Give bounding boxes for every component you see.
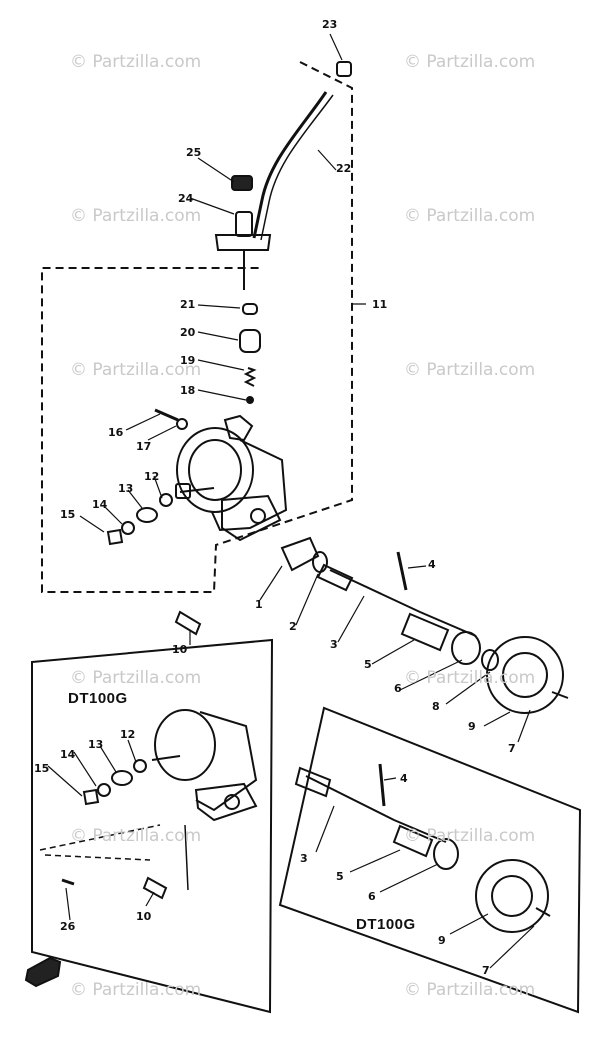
watermark: © Partzilla.com <box>404 52 536 72</box>
callout-2: 2 <box>289 620 297 633</box>
callout-9-upper: 9 <box>468 720 476 733</box>
dt100g-shaft-box <box>278 706 582 1014</box>
callout-15-upper: 15 <box>60 508 76 521</box>
watermark: © Partzilla.com <box>70 826 202 846</box>
callout-10-upper: 10 <box>172 643 188 656</box>
watermark: © Partzilla.com <box>404 360 536 380</box>
callout-18: 18 <box>180 384 196 397</box>
gasket <box>280 536 320 572</box>
callout-3-lower: 3 <box>300 852 308 865</box>
watermark: © Partzilla.com <box>404 206 536 226</box>
callout-4-lower: 4 <box>400 772 408 785</box>
watermark: © Partzilla.com <box>404 826 536 846</box>
callout-7-lower: 7 <box>482 964 490 977</box>
callout-24: 24 <box>178 192 194 205</box>
union-nut <box>336 61 352 77</box>
watermark: © Partzilla.com <box>70 980 202 1000</box>
callout-11: 11 <box>372 298 388 311</box>
callout-10-lower: 10 <box>136 910 152 923</box>
watermark: © Partzilla.com <box>404 668 536 688</box>
callout-5-upper: 5 <box>364 658 372 671</box>
callout-4-upper: 4 <box>428 558 436 571</box>
dt100g-pump-box <box>31 638 274 1014</box>
callout-22: 22 <box>336 162 352 175</box>
watermark: © Partzilla.com <box>70 360 202 380</box>
callout-6-lower: 6 <box>368 890 376 903</box>
callout-7-upper: 7 <box>508 742 516 755</box>
callout-8: 8 <box>432 700 440 713</box>
callout-19: 19 <box>180 354 196 367</box>
callout-17: 17 <box>136 440 152 453</box>
callout-13-lower: 13 <box>88 738 104 751</box>
watermark: © Partzilla.com <box>70 668 202 688</box>
assembly-outline-11 <box>41 61 353 593</box>
oil-pump-body <box>176 427 254 513</box>
delivery-pipe <box>252 91 328 239</box>
pump-drive-shaft <box>329 569 477 637</box>
callout-5-lower: 5 <box>336 870 344 883</box>
callout-20: 20 <box>180 326 196 339</box>
callout-15-lower: 15 <box>34 762 50 775</box>
callout-16: 16 <box>108 426 124 439</box>
model-label-right: DT100G <box>356 916 416 933</box>
model-label-left: DT100G <box>68 690 128 707</box>
watermark: © Partzilla.com <box>404 980 536 1000</box>
callout-25: 25 <box>186 146 202 159</box>
callout-1: 1 <box>255 598 263 611</box>
watermark: © Partzilla.com <box>70 206 202 226</box>
callout-12-lower: 12 <box>120 728 136 741</box>
dt100g-drive-gear <box>475 859 549 933</box>
callout-26: 26 <box>60 920 76 933</box>
callout-21: 21 <box>180 298 196 311</box>
pipe-clip <box>231 175 253 191</box>
callout-14-upper: 14 <box>92 498 108 511</box>
callout-14-lower: 14 <box>60 748 76 761</box>
callout-13-upper: 13 <box>118 482 134 495</box>
drive-gear <box>486 636 564 714</box>
callout-9-lower: 9 <box>438 934 446 947</box>
callout-6-upper: 6 <box>394 682 402 695</box>
callout-23: 23 <box>322 18 338 31</box>
watermark: © Partzilla.com <box>70 52 202 72</box>
callout-12-upper: 12 <box>144 470 160 483</box>
callout-3-upper: 3 <box>330 638 338 651</box>
